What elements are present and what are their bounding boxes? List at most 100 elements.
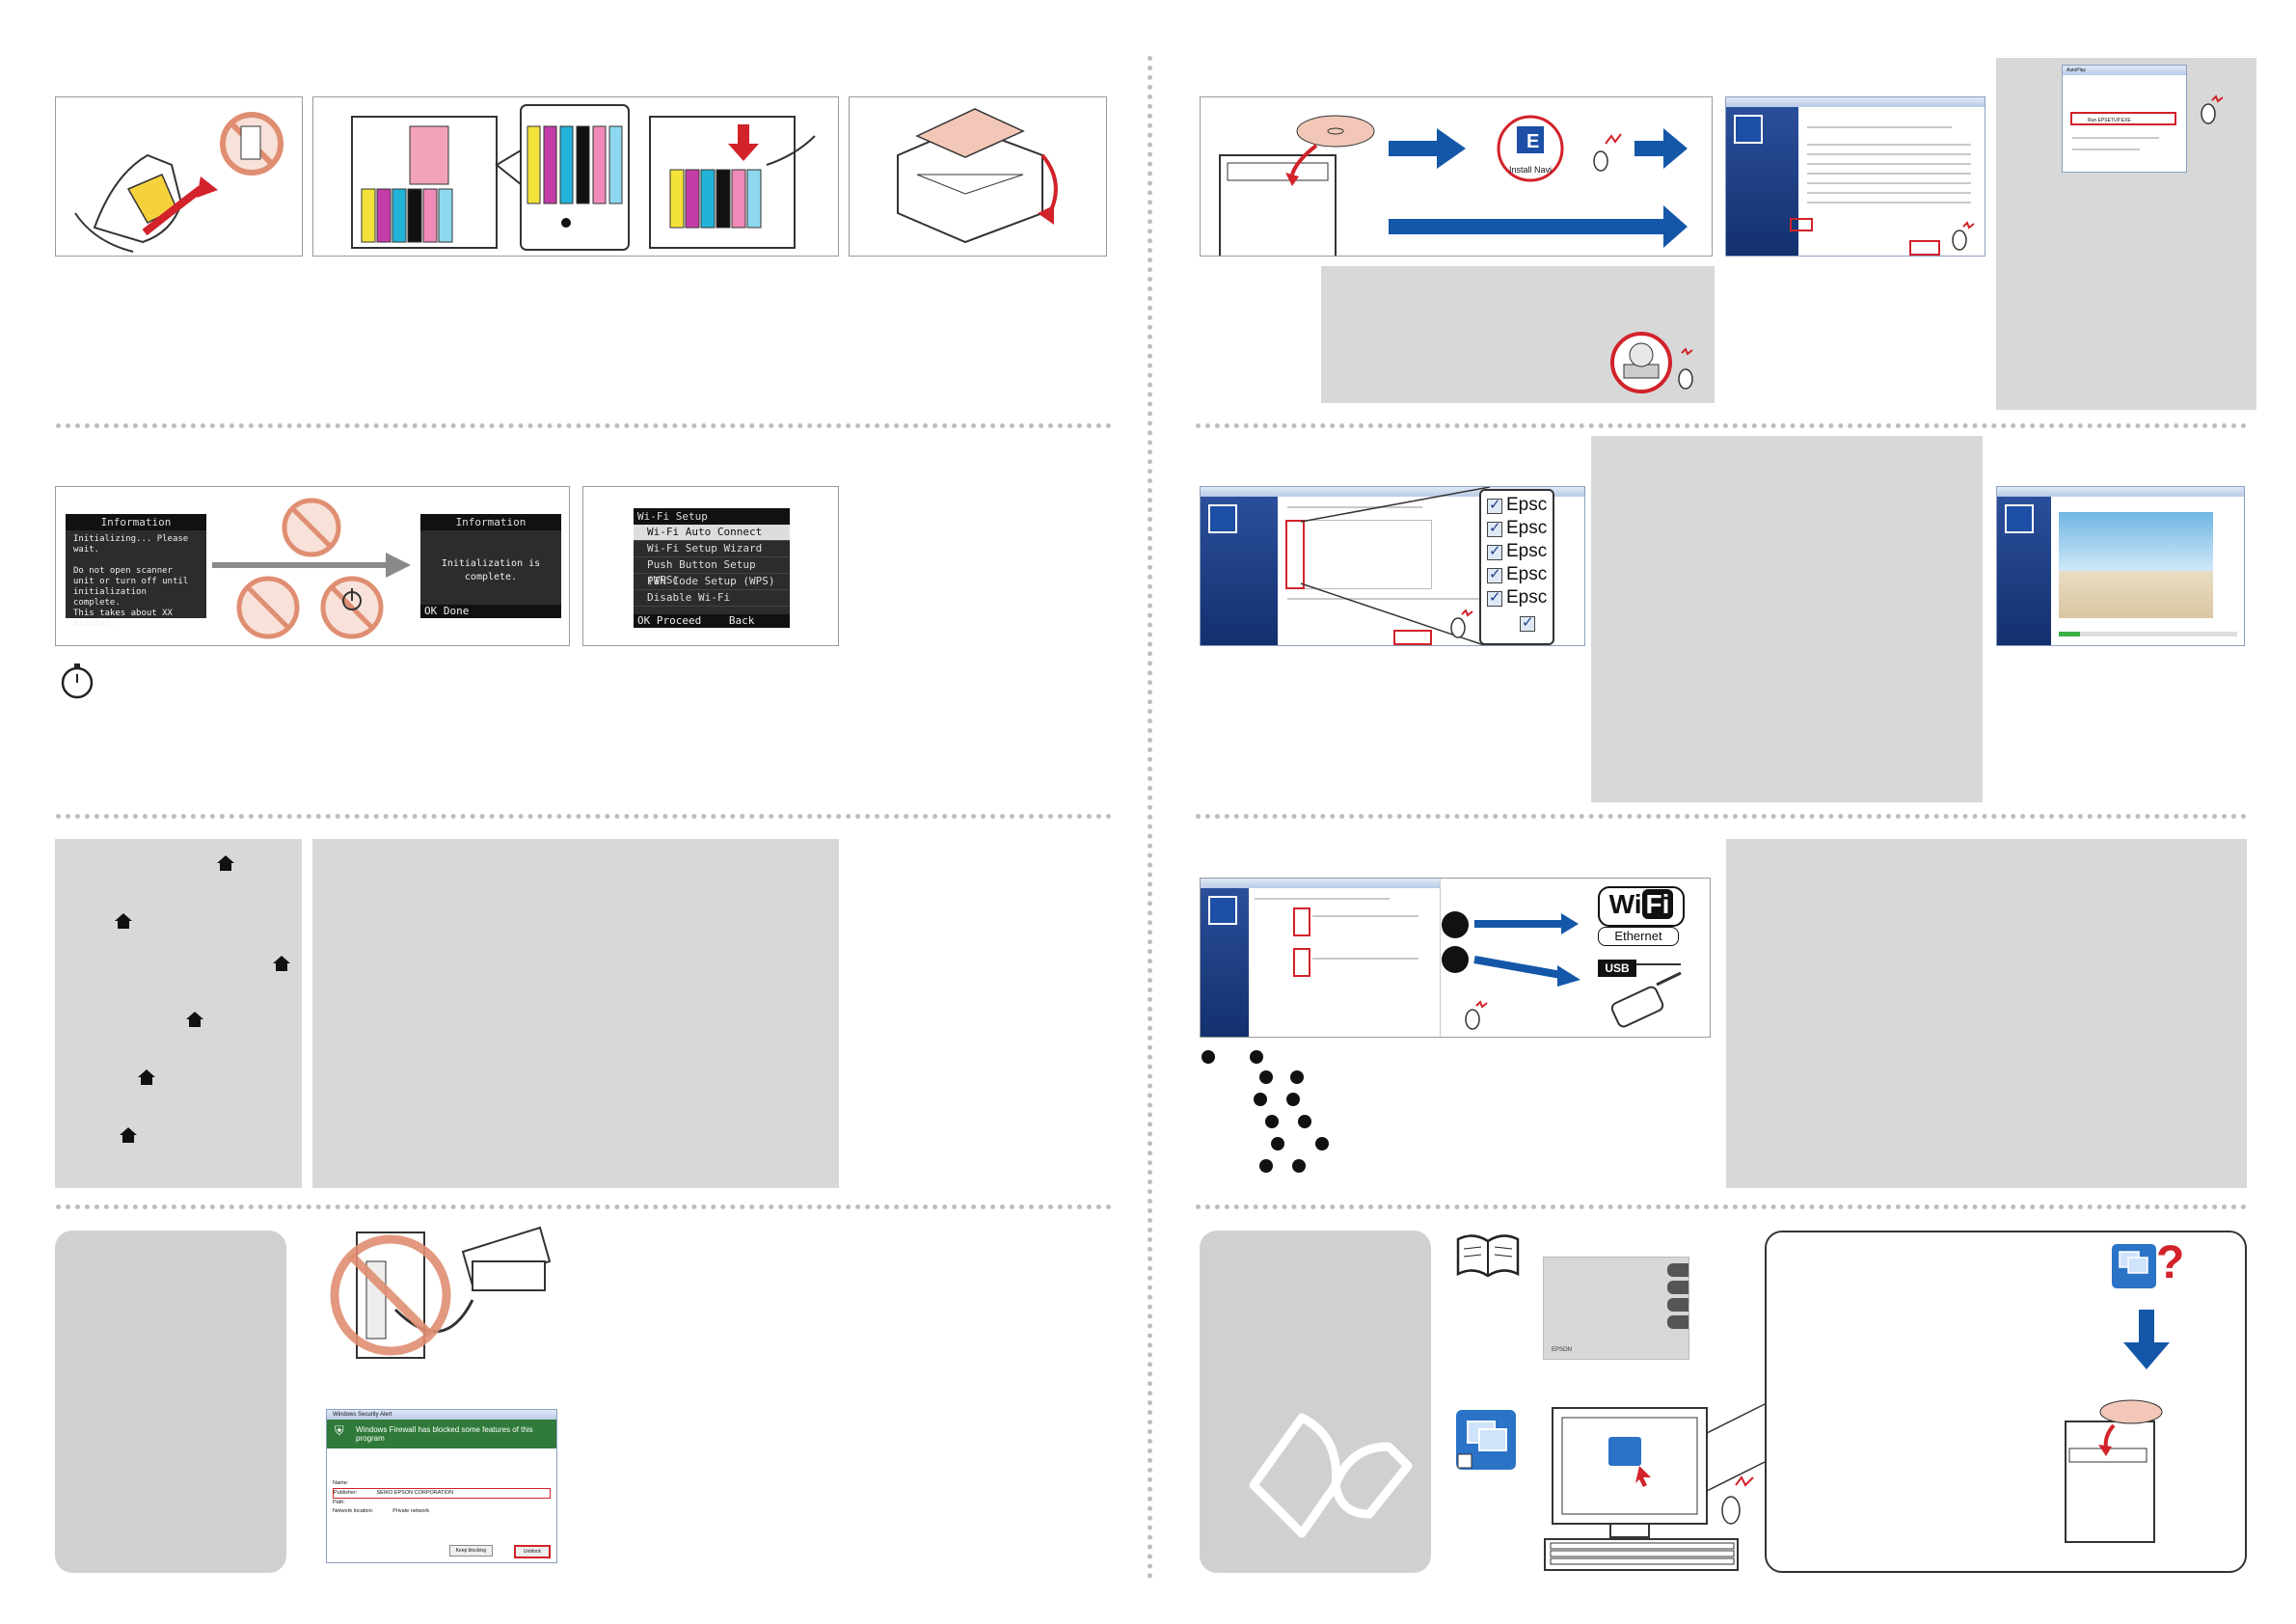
software-checkbox[interactable]	[1487, 542, 1502, 560]
open-book-icon	[1249, 1413, 1413, 1538]
lcd-complete: Information Initialization is complete. …	[420, 514, 561, 618]
usb-option-highlight[interactable]	[1293, 948, 1310, 977]
initialization-panel: Information Initializing... Please wait.…	[55, 486, 570, 646]
wifi-logo-left: Wi	[1608, 889, 1642, 919]
usb-label: USB	[1598, 960, 1636, 977]
wifi-menu-item[interactable]: Wi-Fi Setup Wizard	[634, 541, 790, 557]
bullet-dot	[1286, 1093, 1300, 1106]
no-usb-cable-illustration	[330, 1226, 552, 1359]
svg-text:E: E	[1526, 131, 1539, 152]
mouse-click-icon	[1450, 609, 1473, 638]
close-scanner-illustration	[849, 96, 1107, 257]
divider-left-2	[56, 814, 1112, 819]
lcd-header: Information	[420, 514, 561, 530]
license-agreement-window	[1725, 96, 1985, 257]
mouse-click-icon	[1465, 1000, 1488, 1030]
bullet-dot	[1265, 1115, 1279, 1128]
keep-blocking-button[interactable]: Keep blocking	[448, 1545, 493, 1556]
software-name: Epsc	[1506, 564, 1548, 584]
home-icon	[273, 956, 290, 971]
mouse-click-icon	[1952, 221, 1975, 251]
ink-install-illustration	[312, 96, 839, 257]
next-button-highlight[interactable]	[1909, 240, 1940, 256]
software-name: Epsc	[1506, 541, 1548, 561]
software-list-zoom: Epsc Epsc Epsc Epsc Epsc	[1479, 489, 1554, 645]
mouse-click-icon	[2201, 95, 2224, 124]
software-checkbox[interactable]	[1520, 613, 1535, 632]
center-divider	[1148, 56, 1152, 1580]
divider-right-2	[1196, 814, 2247, 819]
firewall-alert-dialog: Windows Security Alert ⛨ Windows Firewal…	[326, 1409, 557, 1563]
lcd-message: Initialization is complete.	[441, 558, 541, 582]
lcd-initializing: Information Initializing... Please wait.…	[66, 514, 206, 629]
autoplay-title: AutoPlay	[2063, 66, 2186, 75]
path-label: Path:	[333, 1500, 345, 1505]
lcd-footer: OK Proceed Back	[634, 614, 790, 628]
bullet-dot	[1298, 1115, 1311, 1128]
software-name: Epsc	[1506, 495, 1548, 515]
question-mark: ?	[2156, 1237, 2185, 1288]
divider-right-1	[1196, 423, 2247, 428]
agree-radio-highlight[interactable]	[1790, 218, 1813, 231]
option-b-marker	[1442, 946, 1469, 973]
ok-key-label: OK	[637, 614, 651, 627]
name-label: Name:	[333, 1480, 349, 1486]
ink-remove-tape-illustration	[55, 96, 303, 257]
lcd-wifi-setup: Wi-Fi Setup Wi-Fi Auto Connect Wi-Fi Set…	[634, 508, 790, 628]
divider-right-3	[1196, 1204, 2247, 1209]
epson-software-updater-icon	[1456, 1410, 1516, 1470]
note-panel-left	[55, 1231, 286, 1573]
autoplay-window: AutoPlay Run EPSETUP.EXE	[2062, 65, 2187, 173]
firewall-details: Name: Publisher:SEIKO EPSON CORPORATION …	[327, 1448, 556, 1520]
manual-cover: EPSON	[1543, 1257, 1689, 1360]
done-label: Done	[443, 605, 470, 617]
epson-logo-icon	[1208, 896, 1237, 925]
software-checkbox[interactable]	[1487, 565, 1502, 583]
wifi-menu-item[interactable]: Push Button Setup (WPS)	[634, 557, 790, 586]
install-button-highlight[interactable]	[1393, 630, 1432, 645]
bullet-dot	[1202, 1050, 1215, 1064]
software-checkbox[interactable]	[1487, 519, 1502, 537]
stopwatch-icon	[61, 663, 94, 699]
firewall-heading-bar: ⛨ Windows Firewall has blocked some feat…	[327, 1420, 556, 1448]
wifi-logo-right: Fi	[1641, 889, 1674, 919]
down-arrow-icon	[2123, 1310, 2170, 1369]
epson-logo-icon	[1734, 115, 1763, 144]
wifi-menu-item[interactable]: PIN Code Setup (WPS)	[634, 574, 790, 590]
zoom-connector	[1300, 487, 1491, 645]
cd-install-illustration: E Install Navi	[1200, 96, 1713, 257]
wifi-menu-item[interactable]: Wi-Fi Auto Connect	[634, 525, 790, 541]
install-progress-bar	[2059, 632, 2237, 636]
bullet-dot	[1250, 1050, 1263, 1064]
publisher-value: SEIKO EPSON CORPORATION	[376, 1490, 454, 1496]
software-checkbox-highlight[interactable]	[1285, 520, 1305, 589]
software-name: Epsc	[1506, 587, 1548, 608]
bullet-dot	[1315, 1137, 1329, 1150]
software-name: Epsc	[1506, 518, 1548, 538]
network-option-highlight[interactable]	[1293, 907, 1310, 936]
initialization-flow-graphic	[212, 498, 411, 639]
back-label: Back	[728, 614, 755, 627]
run-setup-option[interactable]: Run EPSETUP.EXE	[2070, 112, 2176, 125]
unblock-button[interactable]: Unblock	[513, 1545, 551, 1558]
epson-software-updater-icon	[2112, 1244, 2156, 1288]
epson-logo-icon	[1208, 504, 1237, 533]
software-checkbox[interactable]	[1487, 588, 1502, 607]
manual-brand: EPSON	[1552, 1347, 1573, 1353]
cd-insert-illustration	[2065, 1399, 2163, 1543]
run-setup-label: Run EPSETUP.EXE	[2088, 118, 2131, 123]
publisher-label: Publisher:	[334, 1490, 358, 1496]
option-a-marker	[1442, 911, 1469, 938]
home-icon	[115, 913, 132, 929]
epson-logo-icon	[2005, 504, 2034, 533]
wifi-menu-item[interactable]: Disable Wi-Fi	[634, 590, 790, 607]
bullet-dot	[1259, 1159, 1273, 1173]
instruction-panel	[312, 839, 839, 1188]
bullet-dot	[1254, 1093, 1267, 1106]
installing-photo	[2059, 512, 2213, 618]
software-checkbox[interactable]	[1487, 496, 1502, 514]
firewall-heading: Windows Firewall has blocked some featur…	[356, 1425, 533, 1443]
wifi-setup-panel: Wi-Fi Setup Wi-Fi Auto Connect Wi-Fi Set…	[582, 486, 839, 646]
connection-note-panel	[1726, 839, 2247, 1188]
